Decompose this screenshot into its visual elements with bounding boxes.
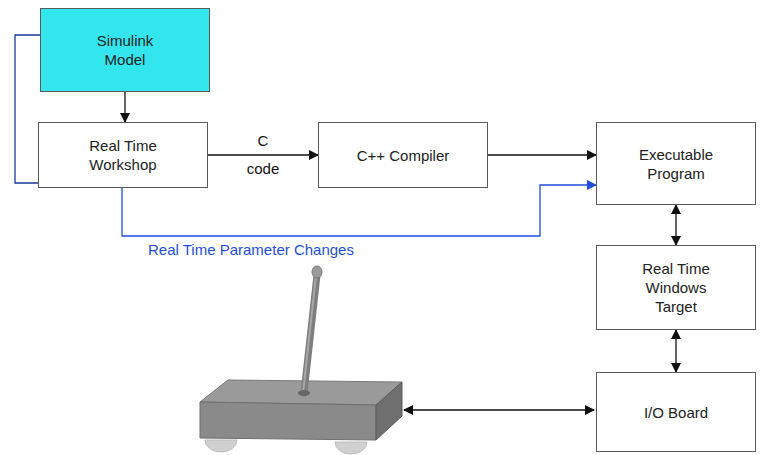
process-box: C++ Compiler <box>318 122 488 188</box>
node-text-group: I/O Board <box>644 403 708 422</box>
connector-arrow <box>208 154 318 155</box>
model-box: Simulink Model <box>40 8 210 92</box>
process-box: Real Time Workshop <box>38 122 208 188</box>
node-text-group: Simulink Model <box>85 31 165 69</box>
connector-arrow <box>675 330 676 372</box>
process-box: Real Time Windows Target <box>596 245 756 330</box>
connector-arrow <box>675 205 676 245</box>
cart-wheels <box>205 440 367 454</box>
node-label: C++ Compiler <box>357 146 450 165</box>
node-label: Real Time Workshop <box>78 136 168 174</box>
connector-arrow <box>488 154 596 155</box>
node-text-group: C++ Compiler <box>357 146 450 165</box>
node-label: I/O Board <box>644 403 708 422</box>
node-label: Real Time Windows Target <box>636 259 716 316</box>
node-text-group: Real Time Workshop <box>78 136 168 174</box>
node-text-group: Real Time Windows Target <box>636 259 716 316</box>
connector-arrow <box>15 35 40 183</box>
process-box: Executable Program <box>596 122 756 205</box>
pendulum-rod <box>298 266 322 396</box>
node-label: Executable Program <box>631 145 721 183</box>
edge-label: C code <box>241 127 285 183</box>
edge-label: Real Time Parameter Changes <box>148 241 354 258</box>
connector-arrow <box>122 185 596 236</box>
connector-arrow <box>124 92 125 122</box>
node-text-group: Executable Program <box>631 145 721 183</box>
process-box: I/O Board <box>596 372 756 452</box>
node-label: Simulink Model <box>85 31 165 69</box>
cart-io-link <box>404 409 594 410</box>
